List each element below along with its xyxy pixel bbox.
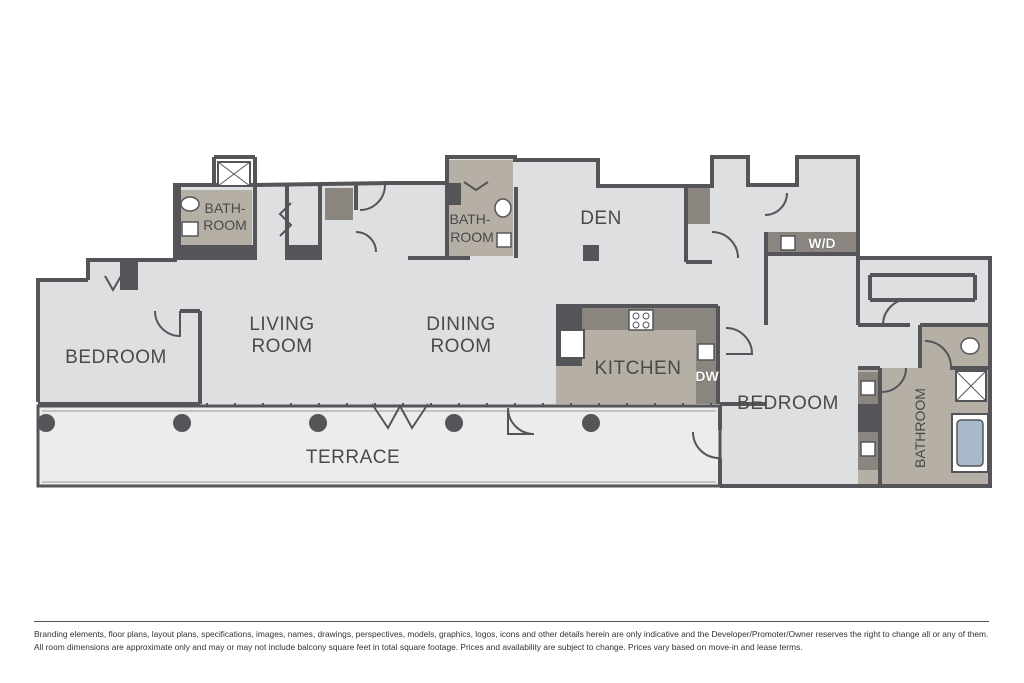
fridge bbox=[559, 329, 585, 359]
label-den: DEN bbox=[580, 208, 622, 229]
label-washer-dryer: W/D bbox=[808, 235, 835, 251]
toilet-center bbox=[494, 198, 512, 218]
terrace-area bbox=[36, 404, 722, 488]
doors bbox=[104, 181, 952, 459]
label-dining-2: ROOM bbox=[430, 336, 491, 357]
sink-east-2 bbox=[860, 441, 876, 457]
toilet-east bbox=[960, 337, 980, 355]
toilet-west bbox=[180, 196, 200, 212]
label-living-2: ROOM bbox=[251, 336, 312, 357]
label-terrace: TERRACE bbox=[306, 447, 400, 468]
sink-east-1 bbox=[860, 380, 876, 396]
label-dining-1: DINING bbox=[426, 314, 496, 335]
label-dishwasher: DW bbox=[695, 368, 719, 384]
columns bbox=[37, 414, 600, 432]
closet-rack bbox=[278, 202, 293, 237]
label-bedroom-east: BEDROOM bbox=[737, 393, 839, 414]
label-bath-center-1: BATH- bbox=[450, 211, 491, 227]
label-bedroom-west: BEDROOM bbox=[65, 347, 167, 368]
label-bathroom-east: BATHROOM bbox=[912, 388, 928, 468]
label-bath-west-1: BATH- bbox=[205, 200, 246, 216]
den-column bbox=[583, 245, 599, 261]
sink-west bbox=[181, 221, 199, 237]
cooktop bbox=[628, 309, 654, 331]
laundry-sink bbox=[780, 235, 796, 251]
disclaimer-text: Branding elements, floor plans, layout p… bbox=[34, 629, 989, 652]
label-kitchen: KITCHEN bbox=[595, 358, 682, 379]
label-living-1: LIVING bbox=[249, 314, 314, 335]
label-bath-west-2: ROOM bbox=[203, 217, 247, 233]
kitchen-sink bbox=[697, 343, 715, 361]
fixtures bbox=[180, 161, 989, 473]
disclaimer-divider bbox=[34, 621, 989, 622]
kitchen-floor bbox=[556, 306, 718, 404]
label-bath-center-2: ROOM bbox=[450, 229, 494, 245]
sink-center bbox=[496, 232, 512, 248]
